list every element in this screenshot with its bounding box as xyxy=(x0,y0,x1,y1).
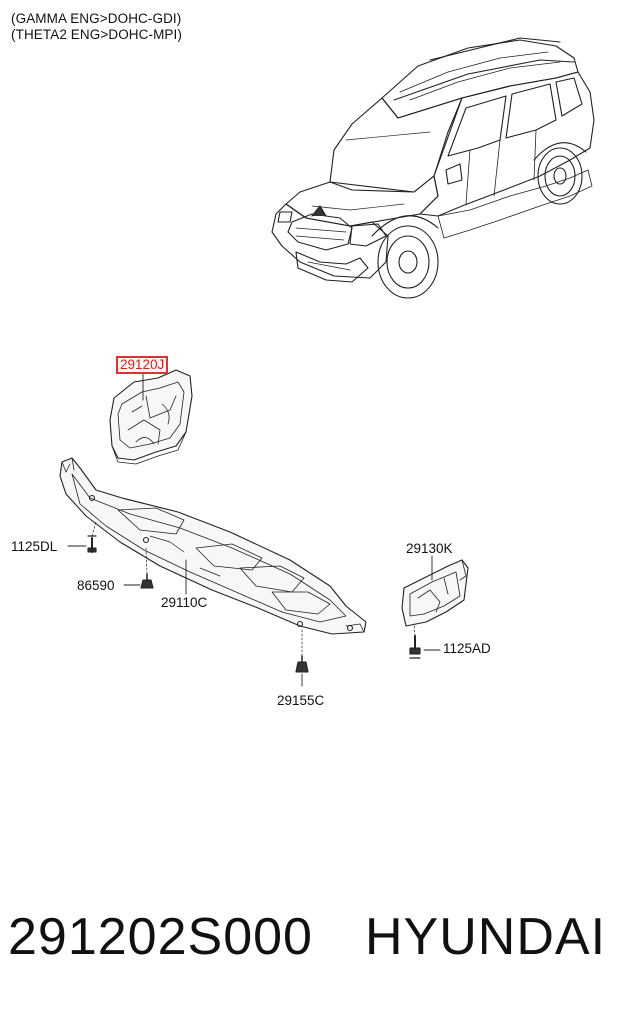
bolt-1125DL-drawing xyxy=(87,535,97,553)
part-number: 291202S000 xyxy=(8,908,313,966)
part-label-86590[interactable]: 86590 xyxy=(77,578,115,593)
vehicle-illustration xyxy=(271,37,595,299)
part-label-29120J[interactable]: 29120J xyxy=(116,356,169,374)
part-label-29155C[interactable]: 29155C xyxy=(277,693,325,708)
part-label-1125DL[interactable]: 1125DL xyxy=(11,539,58,554)
engine-variant-mpi: (THETA2 ENG>DOHC-MPI) xyxy=(11,27,182,42)
part-29110C-drawing xyxy=(59,457,367,635)
part-label-29110C[interactable]: 29110C xyxy=(161,595,208,610)
nut-29155C-drawing xyxy=(295,655,309,673)
clip-86590-drawing xyxy=(140,573,154,589)
engine-variant-gdi: (GAMMA ENG>DOHC-GDI) xyxy=(11,11,182,26)
bolt-1125AD-drawing xyxy=(409,635,421,659)
part-29130K-drawing xyxy=(401,559,469,627)
part-label-1125AD[interactable]: 1125AD xyxy=(443,641,491,656)
part-29120J-drawing xyxy=(109,369,193,465)
part-label-29130K[interactable]: 29130K xyxy=(406,541,453,556)
brand-name: HYUNDAI xyxy=(365,908,607,966)
